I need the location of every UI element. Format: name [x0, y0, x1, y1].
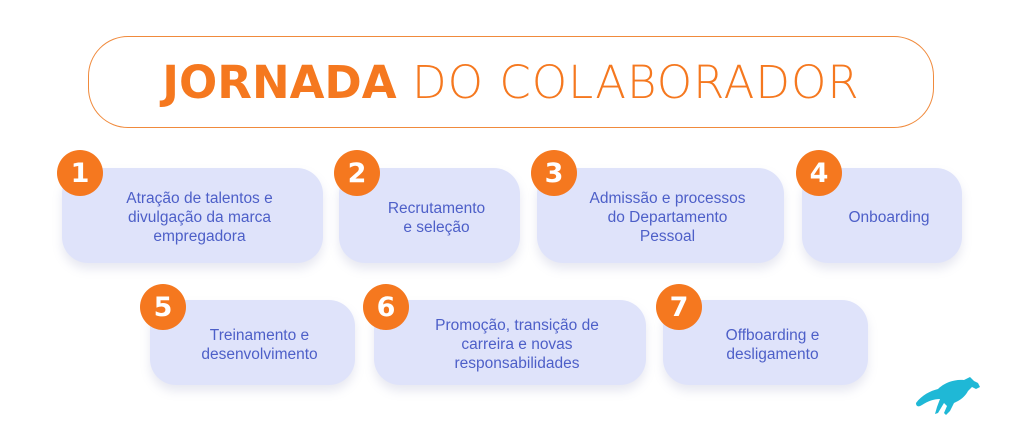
fox-leaping-icon: [916, 377, 980, 415]
step-label: Treinamento e desenvolvimento: [201, 326, 318, 363]
step-card-1: Atração de talentos e divulgação da marc…: [62, 168, 323, 263]
title-bold: JORNADA: [162, 55, 397, 109]
title-light: DO COLABORADOR: [411, 55, 860, 109]
step-label: Promoção, transição de carreira e novas …: [435, 317, 599, 372]
step-label: Onboarding: [848, 209, 930, 226]
step-number-badge: 3: [531, 150, 577, 196]
step-label: Recrutamento e seleção: [387, 199, 486, 236]
step-number-badge: 6: [363, 284, 409, 330]
step-label: Admissão e processos do Departamento Pes…: [589, 190, 746, 245]
step-number-badge: 1: [57, 150, 103, 196]
step-card-3: Admissão e processos do Departamento Pes…: [537, 168, 784, 263]
title-banner: JORNADA DO COLABORADOR: [88, 36, 934, 128]
step-label: Atração de talentos e divulgação da marc…: [126, 190, 273, 245]
step-label: Offboarding e desligamento: [725, 326, 820, 363]
step-number-badge: 4: [796, 150, 842, 196]
page-title: JORNADA DO COLABORADOR: [162, 56, 859, 109]
step-number-badge: 7: [656, 284, 702, 330]
step-card-4: Onboarding: [802, 168, 962, 263]
step-card-6: Promoção, transição de carreira e novas …: [374, 300, 646, 385]
step-number-badge: 2: [334, 150, 380, 196]
step-number-badge: 5: [140, 284, 186, 330]
